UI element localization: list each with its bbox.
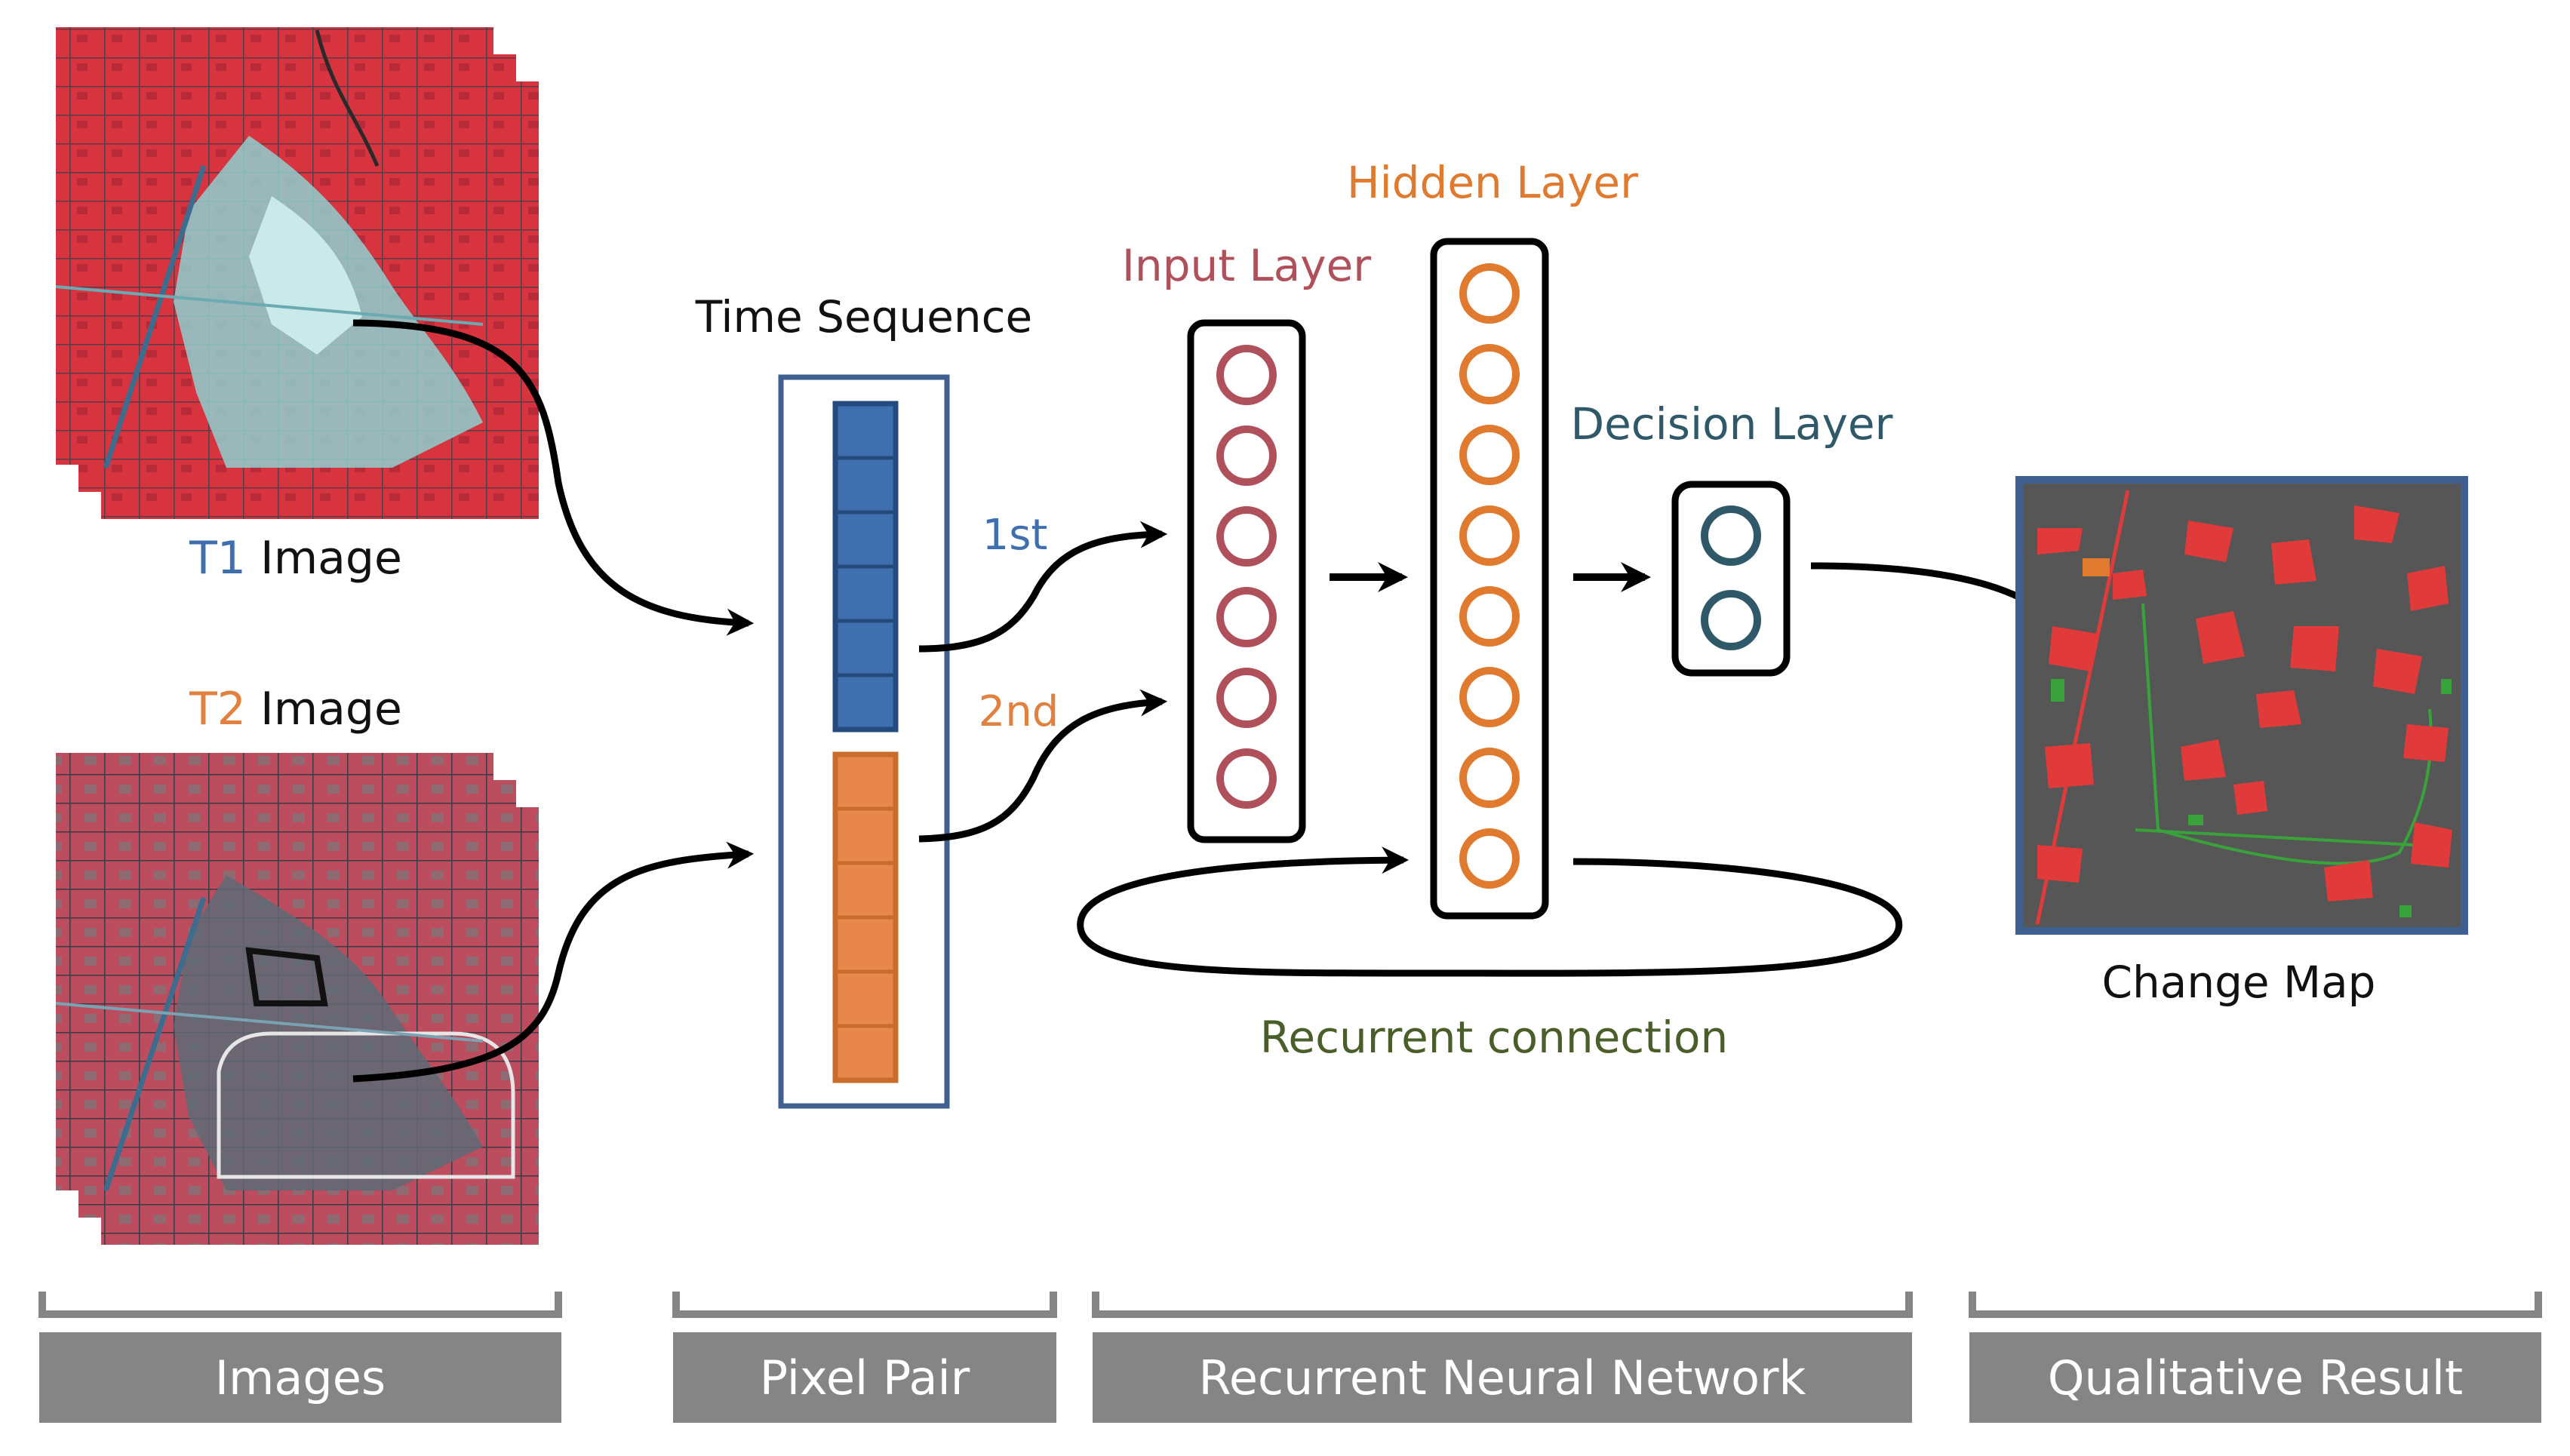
t2-suffix: Image <box>246 683 402 736</box>
hidden-neuron <box>1459 344 1520 404</box>
decision-neuron <box>1701 590 1761 650</box>
hidden-neuron <box>1459 667 1520 727</box>
decision-layer-label: Decision Layer <box>1570 398 1892 450</box>
t1-image <box>55 27 493 469</box>
second-to-input-arrow <box>918 689 1168 843</box>
hidden-neuron <box>1459 263 1520 324</box>
time-sequence-label: Time Sequence <box>695 291 1032 342</box>
t1-pixel-vector <box>832 401 899 733</box>
bracket-images <box>38 1292 562 1318</box>
input-neuron <box>1216 425 1277 486</box>
hidden-neuron <box>1459 828 1520 889</box>
input-neuron <box>1216 506 1277 567</box>
hidden-neuron <box>1459 505 1520 566</box>
input-neuron <box>1216 748 1277 809</box>
footer-brackets <box>38 1292 2542 1318</box>
bracket-rnn <box>1092 1292 1913 1318</box>
t1-image-stack <box>55 27 539 519</box>
t2-image-stack <box>55 753 539 1245</box>
bracket-pixel-pair <box>672 1292 1057 1318</box>
t1-suffix: Image <box>246 532 402 585</box>
t1-image-label: T1 Image <box>189 532 402 585</box>
input-neuron <box>1216 587 1277 647</box>
recurrent-connection-label: Recurrent connection <box>1260 1012 1729 1063</box>
footer-qualitative-result: Qualitative Result <box>1969 1332 2541 1423</box>
hidden-layer-label: Hidden Layer <box>1347 157 1638 208</box>
change-map-label: Change Map <box>2102 957 2376 1008</box>
first-step-label: 1st <box>982 511 1048 560</box>
decision-neuron <box>1701 505 1761 566</box>
recurrent-loop-arrow <box>1077 846 1903 977</box>
bracket-result <box>1969 1292 2542 1318</box>
t2-prefix: T2 <box>189 683 246 736</box>
first-to-input-arrow <box>918 521 1168 653</box>
input-neuron <box>1216 345 1277 405</box>
t2-pixel-vector <box>832 751 899 1083</box>
hidden-neurons <box>1459 263 1520 889</box>
t2-image-label: T2 Image <box>189 683 402 736</box>
decision-neurons <box>1701 505 1761 650</box>
t1-prefix: T1 <box>189 532 246 585</box>
hidden-neuron <box>1459 425 1520 485</box>
footer-pixel-pair: Pixel Pair <box>673 1332 1056 1423</box>
hidden-layer-box <box>1430 238 1549 920</box>
second-step-label: 2nd <box>979 687 1059 736</box>
t1-to-sequence-arrow <box>352 319 755 636</box>
footer-images: Images <box>39 1332 561 1423</box>
footer-recurrent-neural-network: Recurrent Neural Network <box>1093 1332 1912 1423</box>
input-neuron <box>1216 668 1277 728</box>
hidden-neuron <box>1459 748 1520 808</box>
t2-image <box>55 753 515 1192</box>
change-map <box>2015 476 2468 935</box>
input-neurons <box>1216 345 1277 809</box>
t2-to-sequence-arrow <box>352 841 755 1083</box>
input-layer-label: Input Layer <box>1122 240 1371 291</box>
hidden-neuron <box>1459 586 1520 647</box>
